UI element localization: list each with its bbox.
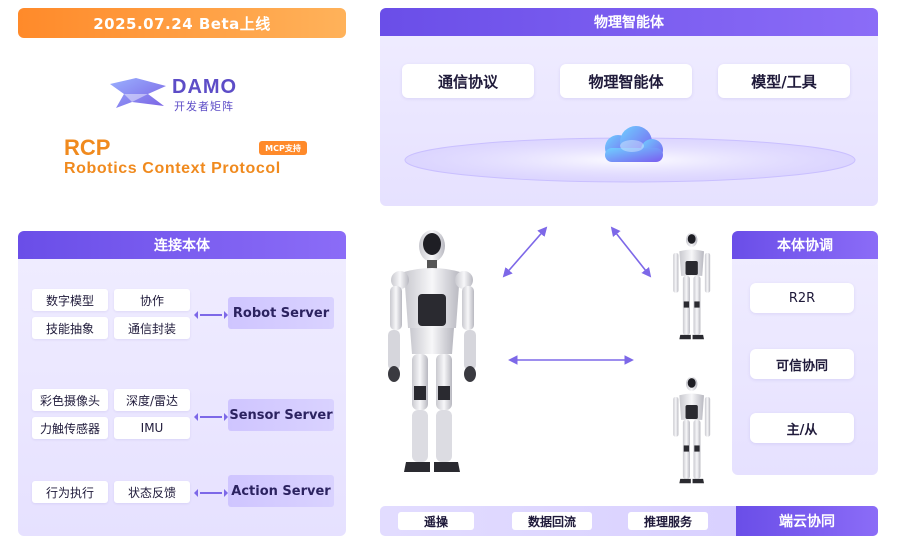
connect-cell: 行为执行 [32,481,108,503]
edge-cloud-item: 推理服务 [628,512,708,530]
connect-cell: 技能抽象 [32,317,108,339]
connect-cell: 通信封装 [114,317,190,339]
edge-cloud-item: 遥操 [398,512,474,530]
physical-ai-panel: 物理智能体 通信协议 物理智能体 模型/工具 [380,8,878,206]
physical-ai-title: 物理智能体 [380,8,878,36]
link-arrow [194,489,228,497]
coordination-title: 本体协调 [732,231,878,259]
humanoid-robot-large [388,230,476,472]
physical-ai-item: 模型/工具 [718,64,850,98]
connect-cell: 彩色摄像头 [32,389,108,411]
sensor-server: Sensor Server [228,399,334,431]
edge-cloud-title: 端云协同 [736,506,878,536]
connect-panel: 连接本体 数字模型 协作 技能抽象 通信封装 Robot Server 彩色摄像… [18,231,346,536]
robot-server: Robot Server [228,297,334,329]
connect-cell: 深度/雷达 [114,389,190,411]
humanoid-robot-small-top [673,232,711,340]
connect-cell: IMU [114,417,190,439]
connect-cell: 数字模型 [32,289,108,311]
robot-network [388,226,711,484]
cloud-icon [605,126,663,162]
edge-cloud-item: 数据回流 [512,512,592,530]
link-arrow [194,311,228,319]
physical-ai-item: 通信协议 [402,64,534,98]
coordination-item: 可信协同 [750,349,854,379]
connect-title: 连接本体 [18,231,346,259]
action-server: Action Server [228,475,334,507]
coordination-item: 主/从 [750,413,854,443]
rcp-title: RCP [64,135,111,160]
arrow-right-up [610,226,652,278]
connect-cell: 状态反馈 [114,481,190,503]
connect-cell: 协作 [114,289,190,311]
logo-name: DAMO [172,76,238,98]
arrow-left-up [502,226,548,278]
logo-subtitle: 开发者矩阵 [174,100,234,113]
release-banner: 2025.07.24 Beta上线 [18,8,346,38]
mcp-badge: MCP支持 [259,141,307,155]
rcp-subtitle: Robotics Context Protocol [64,160,281,177]
coordination-item: R2R [750,283,854,313]
coordination-panel: 本体协调 R2R 可信协同 主/从 [732,231,878,475]
connect-cell: 力触传感器 [32,417,108,439]
edge-cloud-bar: 遥操 数据回流 推理服务 端云协同 [380,506,878,536]
humanoid-robot-small-bottom [673,376,711,484]
damo-logo-icon [110,78,166,108]
link-arrow [194,413,228,421]
physical-ai-item: 物理智能体 [560,64,692,98]
cloud-platform-icon [404,126,856,183]
